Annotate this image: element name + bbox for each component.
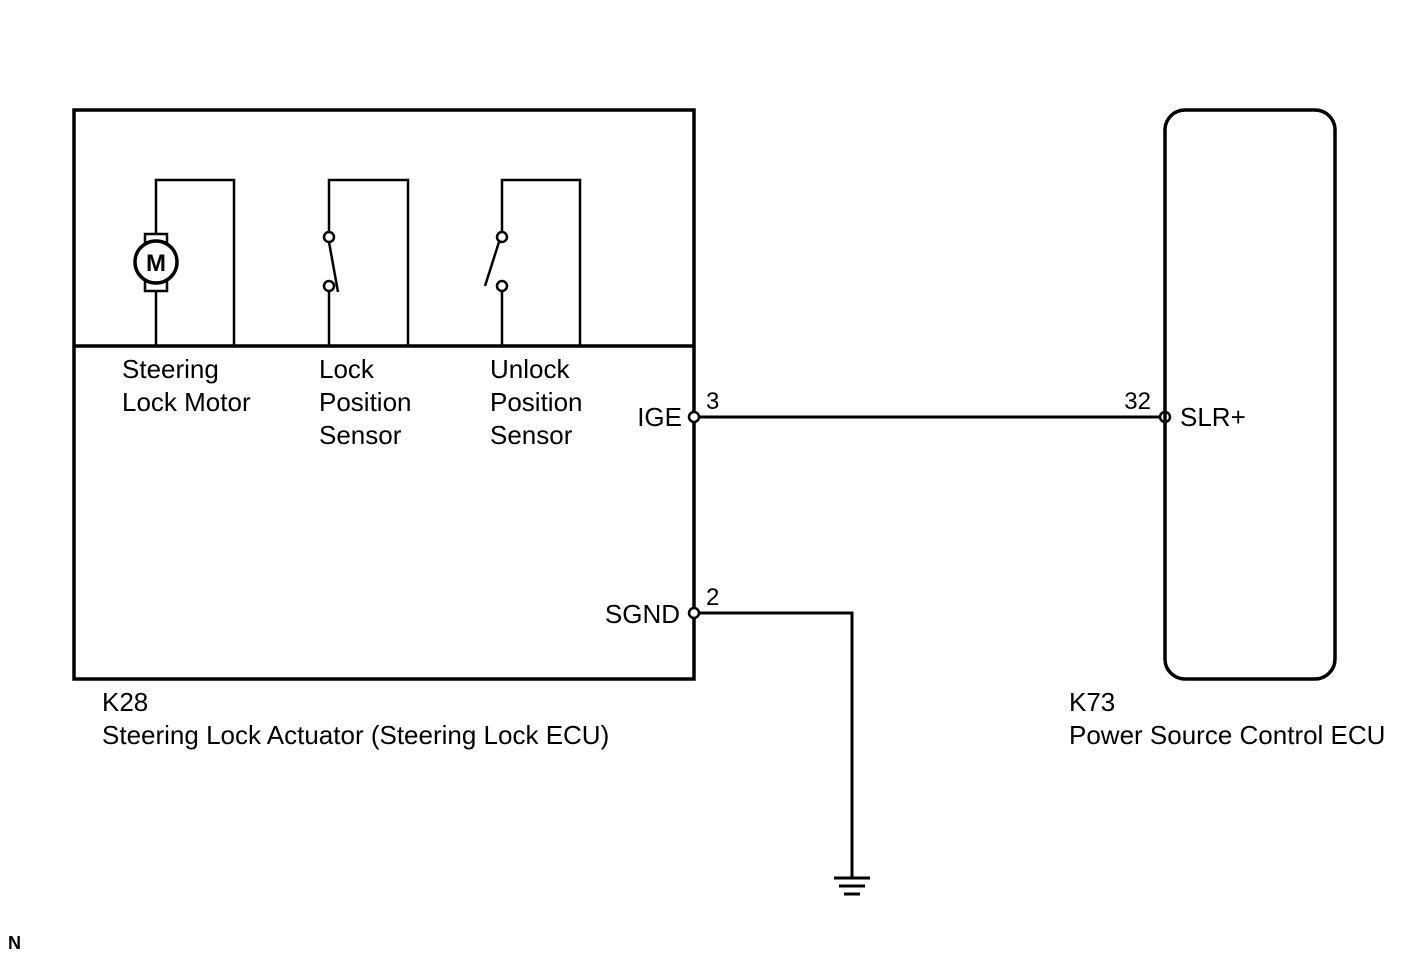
sgnd-label: SGND xyxy=(605,599,680,629)
steering-lock-actuator-box xyxy=(72,108,696,681)
actuator-code: K28 xyxy=(102,687,148,717)
ige-terminal xyxy=(687,410,701,424)
lock-sensor-label-line2: Position xyxy=(319,387,412,417)
ige-pin-number: 3 xyxy=(706,388,719,415)
lock-sensor-label-line3: Sensor xyxy=(319,420,402,450)
slr-label: SLR+ xyxy=(1180,402,1246,432)
switch-closed-icon xyxy=(322,230,340,293)
ige-label: IGE xyxy=(637,402,682,432)
unlock-sensor-label-line1: Unlock xyxy=(490,354,570,384)
steering-lock-motor: M Steering Lock Motor xyxy=(122,178,251,417)
unlock-sensor-label-line3: Sensor xyxy=(490,420,573,450)
motor-label-line2: Lock Motor xyxy=(122,387,251,417)
slr-pin-number: 32 xyxy=(1124,388,1151,415)
power-source-control-ecu-box xyxy=(1163,108,1337,681)
lock-sensor-label-line1: Lock xyxy=(319,354,375,384)
unlock-position-sensor: Unlock Position Sensor xyxy=(483,178,583,450)
unlock-sensor-label-line2: Position xyxy=(490,387,583,417)
ecu-code: K73 xyxy=(1069,687,1115,717)
sgnd-pin-number: 2 xyxy=(706,584,719,611)
ecu-name: Power Source Control ECU xyxy=(1069,720,1385,750)
ground-icon xyxy=(834,876,870,896)
corner-mark: N xyxy=(8,933,21,953)
sgnd-terminal xyxy=(687,606,701,620)
sgnd-ground-wire: SGND 2 xyxy=(605,584,870,896)
switch-open-icon xyxy=(483,230,509,293)
motor-label-line1: Steering xyxy=(122,354,219,384)
lock-position-sensor: Lock Position Sensor xyxy=(319,178,412,450)
ige-slr-wire: IGE 3 32 SLR+ xyxy=(637,388,1246,432)
motor-symbol: M xyxy=(146,250,166,277)
motor-icon: M xyxy=(133,232,179,293)
actuator-name: Steering Lock Actuator (Steering Lock EC… xyxy=(102,720,609,750)
